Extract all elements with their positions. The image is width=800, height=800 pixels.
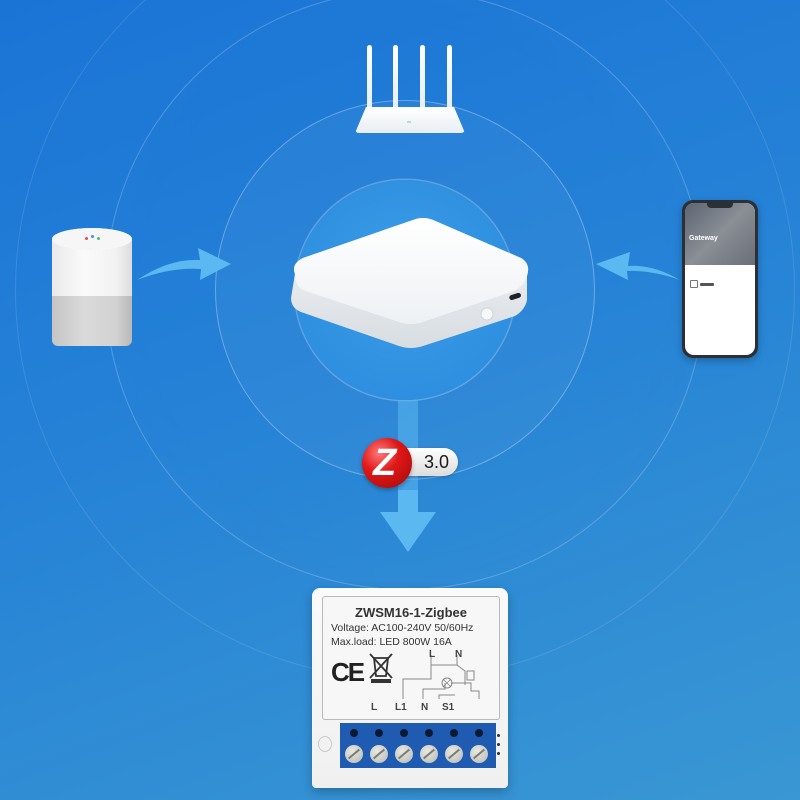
diagram-label-l: L	[429, 649, 436, 660]
terminal-block	[340, 723, 496, 768]
phone-notch	[707, 203, 733, 208]
terminal-label-s1: S1	[442, 702, 455, 713]
terminal-screw	[370, 745, 388, 763]
speaker-led-red	[85, 237, 88, 240]
speaker-led-blue	[91, 235, 94, 238]
terminal-hole	[375, 729, 383, 737]
module-voltage: Voltage: AC100-240V 50/60Hz	[331, 622, 474, 634]
terminal-screw	[470, 745, 488, 763]
terminal-screw	[445, 745, 463, 763]
terminal-hole	[450, 729, 458, 737]
zigbee-logo-icon: Z	[362, 438, 412, 488]
terminal-label-l: L	[371, 702, 378, 713]
zigbee-switch-module: ZWSM16-1-Zigbee Voltage: AC100-240V 50/6…	[312, 588, 508, 788]
phone-device-row	[690, 278, 750, 290]
router-led	[407, 121, 411, 123]
diagram-label-n: N	[455, 649, 463, 660]
zigbee-version: 3.0	[424, 452, 450, 472]
arrow-right-icon	[137, 248, 231, 280]
zigbee-letter: Z	[373, 442, 397, 484]
zigbee-3-badge: 3.0 Z	[362, 438, 472, 490]
device-icon	[690, 280, 698, 288]
phone-header-photo	[685, 203, 755, 265]
indicator-dot	[497, 752, 500, 755]
antenna	[393, 45, 398, 110]
phone-device-status-bar	[700, 283, 714, 286]
weee-bin-icon	[369, 653, 393, 683]
indicator-dot	[497, 734, 500, 737]
arrow-left-icon	[596, 252, 680, 280]
antenna	[447, 45, 452, 110]
wifi-router-icon	[355, 45, 465, 140]
terminal-hole	[400, 729, 408, 737]
ce-mark: CE	[331, 657, 365, 687]
wiring-diagram-icon	[402, 655, 480, 699]
phone-screen: Gateway	[685, 203, 755, 355]
speaker-lid	[52, 228, 132, 250]
router-body	[355, 107, 465, 133]
smartphone-icon: Gateway	[682, 200, 758, 358]
terminal-screw	[395, 745, 413, 763]
terminal-label-l1: L1	[395, 702, 407, 713]
terminal-hole	[350, 729, 358, 737]
module-model: ZWSM16-1-Zigbee	[355, 605, 467, 620]
phone-screen-title: Gateway	[689, 235, 718, 242]
zigbee-hub-icon	[291, 218, 529, 348]
module-label-panel: ZWSM16-1-Zigbee Voltage: AC100-240V 50/6…	[322, 596, 500, 720]
terminal-screw	[345, 745, 363, 763]
terminal-hole	[475, 729, 483, 737]
antenna	[367, 45, 372, 110]
module-max-load: Max.load: LED 800W 16A	[331, 636, 452, 648]
smart-speaker-icon	[52, 228, 132, 350]
antenna	[420, 45, 425, 110]
terminal-label-n: N	[421, 702, 429, 713]
terminal-hole	[425, 729, 433, 737]
speaker-fabric-base	[52, 296, 132, 346]
module-mount-hole	[318, 736, 332, 752]
speaker-led-green	[97, 237, 100, 240]
terminal-screw	[420, 745, 438, 763]
indicator-dot	[497, 743, 500, 746]
